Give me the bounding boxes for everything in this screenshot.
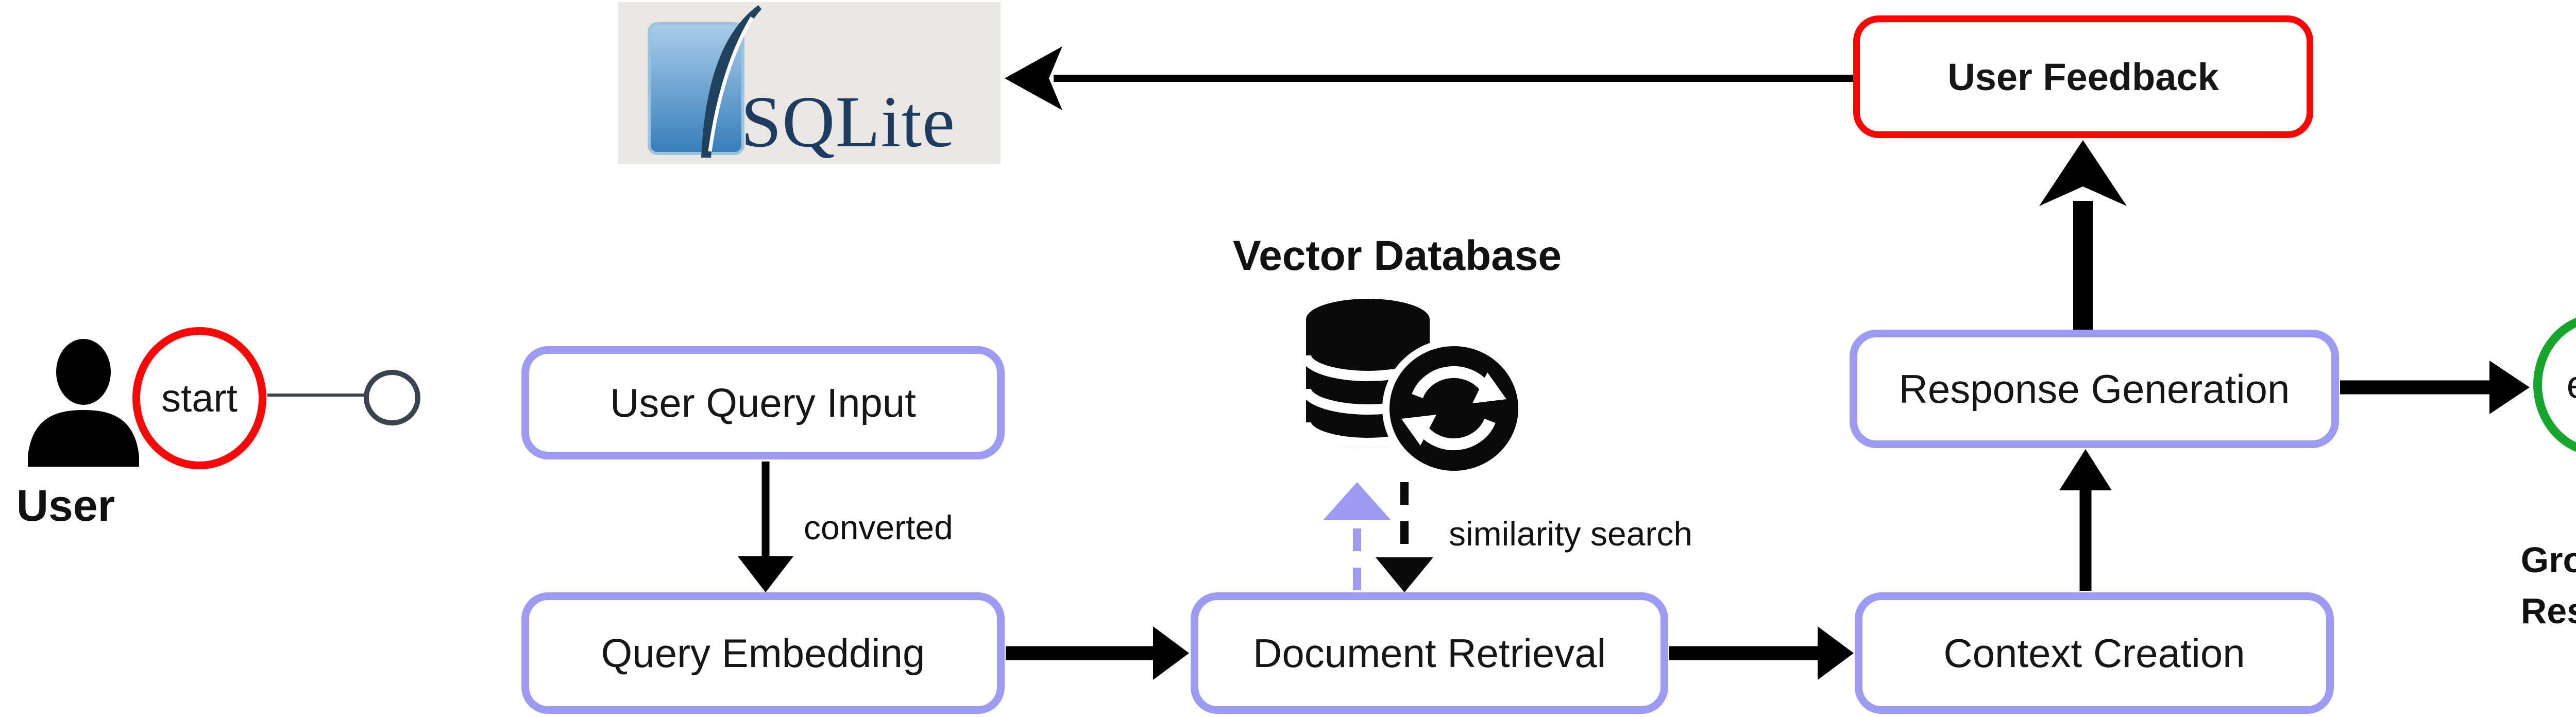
- arrow-dr-to-cc: [1669, 626, 1854, 680]
- arrow-vdb-to-dr-dashed: [1376, 482, 1433, 592]
- grounded-response-line1: Grounded: [2520, 540, 2576, 580]
- arrow-converted: [738, 462, 793, 592]
- sqlite-logo-text: SQLite: [741, 81, 956, 162]
- edge-label-converted: converted: [804, 508, 953, 547]
- edge-label-similarity-search: similarity search: [1449, 515, 1693, 553]
- start-terminal: start: [132, 327, 266, 469]
- sqlite-logo: SQLite: [618, 2, 1001, 164]
- node-response-generation: Response Generation: [1850, 330, 2339, 448]
- start-terminal-label: start: [161, 376, 238, 420]
- start-connector-line: [267, 370, 420, 425]
- node-response-generation-label: Response Generation: [1899, 366, 2290, 412]
- node-query-embedding: Query Embedding: [521, 592, 1005, 714]
- node-user-query-input: User Query Input: [521, 346, 1005, 459]
- node-user-query-input-label: User Query Input: [610, 380, 916, 425]
- database-sync-icon: [1303, 299, 1525, 476]
- vector-database-label: Vector Database: [1232, 232, 1562, 279]
- junction-circle: [364, 370, 420, 425]
- user-label: User: [16, 481, 115, 531]
- node-context-creation-label: Context Creation: [1943, 630, 2245, 676]
- node-context-creation: Context Creation: [1855, 592, 2334, 714]
- feather-icon: [648, 5, 761, 158]
- arrow-uf-to-sqlite: [1005, 46, 1855, 110]
- node-document-retrieval: Document Retrieval: [1191, 592, 1668, 714]
- arrow-rg-to-uf: [2039, 140, 2127, 332]
- grounded-response-line2: Response: [2520, 591, 2576, 631]
- arrow-cc-to-rg: [2059, 449, 2112, 591]
- arrow-rg-to-end: [2340, 361, 2530, 414]
- end-terminal-label: end: [2567, 363, 2576, 407]
- user-icon: [28, 339, 139, 467]
- node-query-embedding-label: Query Embedding: [601, 630, 925, 676]
- arrow-dr-to-vdb-dashed: [1323, 482, 1391, 590]
- node-user-feedback-label: User Feedback: [1947, 55, 2219, 98]
- node-document-retrieval-label: Document Retrieval: [1253, 630, 1606, 676]
- arrow-qe-to-dr: [1006, 626, 1189, 680]
- node-user-feedback: User Feedback: [1853, 15, 2313, 138]
- grounded-response-label: Grounded Response: [2452, 535, 2576, 637]
